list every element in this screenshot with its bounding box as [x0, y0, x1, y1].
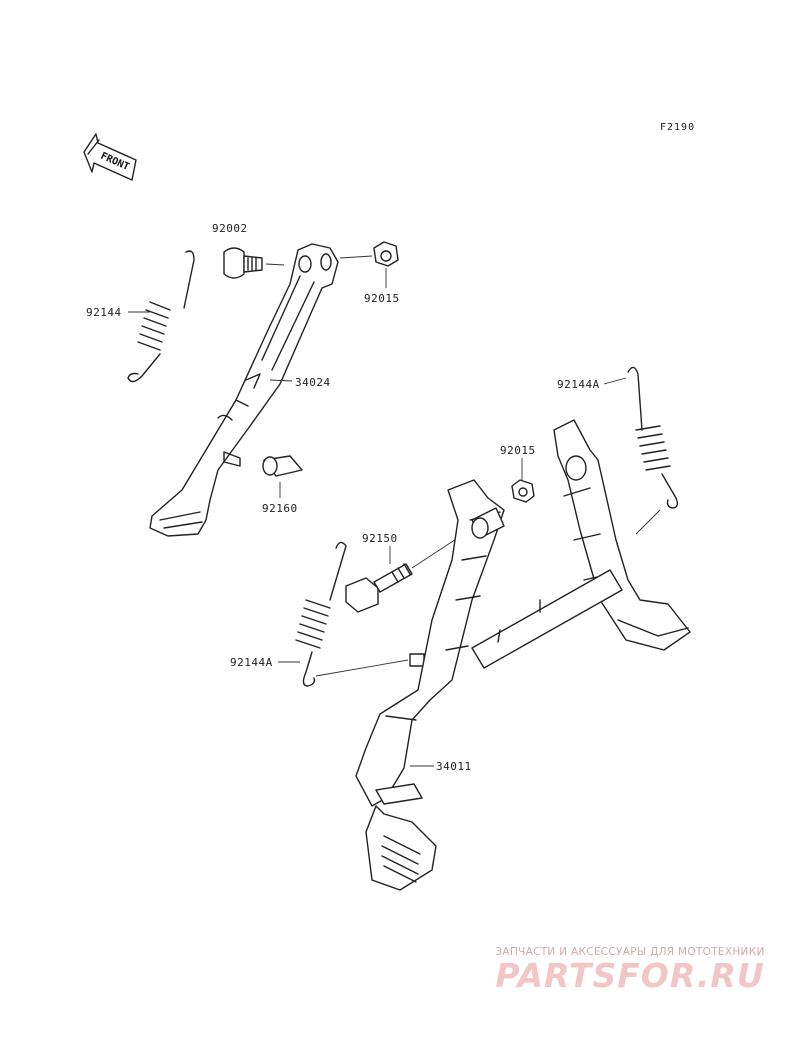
part-label-34011: 34011	[436, 760, 472, 773]
spring-92144	[127, 250, 195, 383]
spring-92144A-right	[603, 366, 679, 535]
part-label-92150: 92150	[362, 532, 398, 545]
part-label-34024: 34024	[295, 376, 331, 389]
front-arrow-icon: FRONT	[83, 133, 137, 181]
part-label-92002: 92002	[212, 222, 248, 235]
part-label-92144A-left: 92144A	[230, 656, 273, 669]
side-stand-34024	[149, 243, 339, 537]
bolt-92002	[223, 247, 285, 279]
watermark: ЗАПЧАСТИ И АКСЕССУАРЫ ДЛЯ МОТОТЕХНИКИ PA…	[480, 946, 780, 994]
spring-92144A-left	[295, 541, 425, 687]
nut-92015-upper	[339, 241, 399, 288]
part-label-92144A-right: 92144A	[557, 378, 600, 391]
part-label-92160: 92160	[262, 502, 298, 515]
part-label-92015-lower: 92015	[500, 444, 536, 457]
part-label-92144: 92144	[86, 306, 122, 319]
watermark-logo: PARTSFOR.RU	[495, 956, 765, 995]
nut-92015-lower	[511, 458, 535, 503]
figure-code: F2190	[660, 122, 695, 133]
center-stand-34011	[355, 419, 691, 891]
watermark-tagline: ЗАПЧАСТИ И АКСЕССУАРЫ ДЛЯ МОТОТЕХНИКИ	[495, 946, 765, 958]
collar-92160	[262, 455, 303, 498]
part-label-92015-upper: 92015	[364, 292, 400, 305]
